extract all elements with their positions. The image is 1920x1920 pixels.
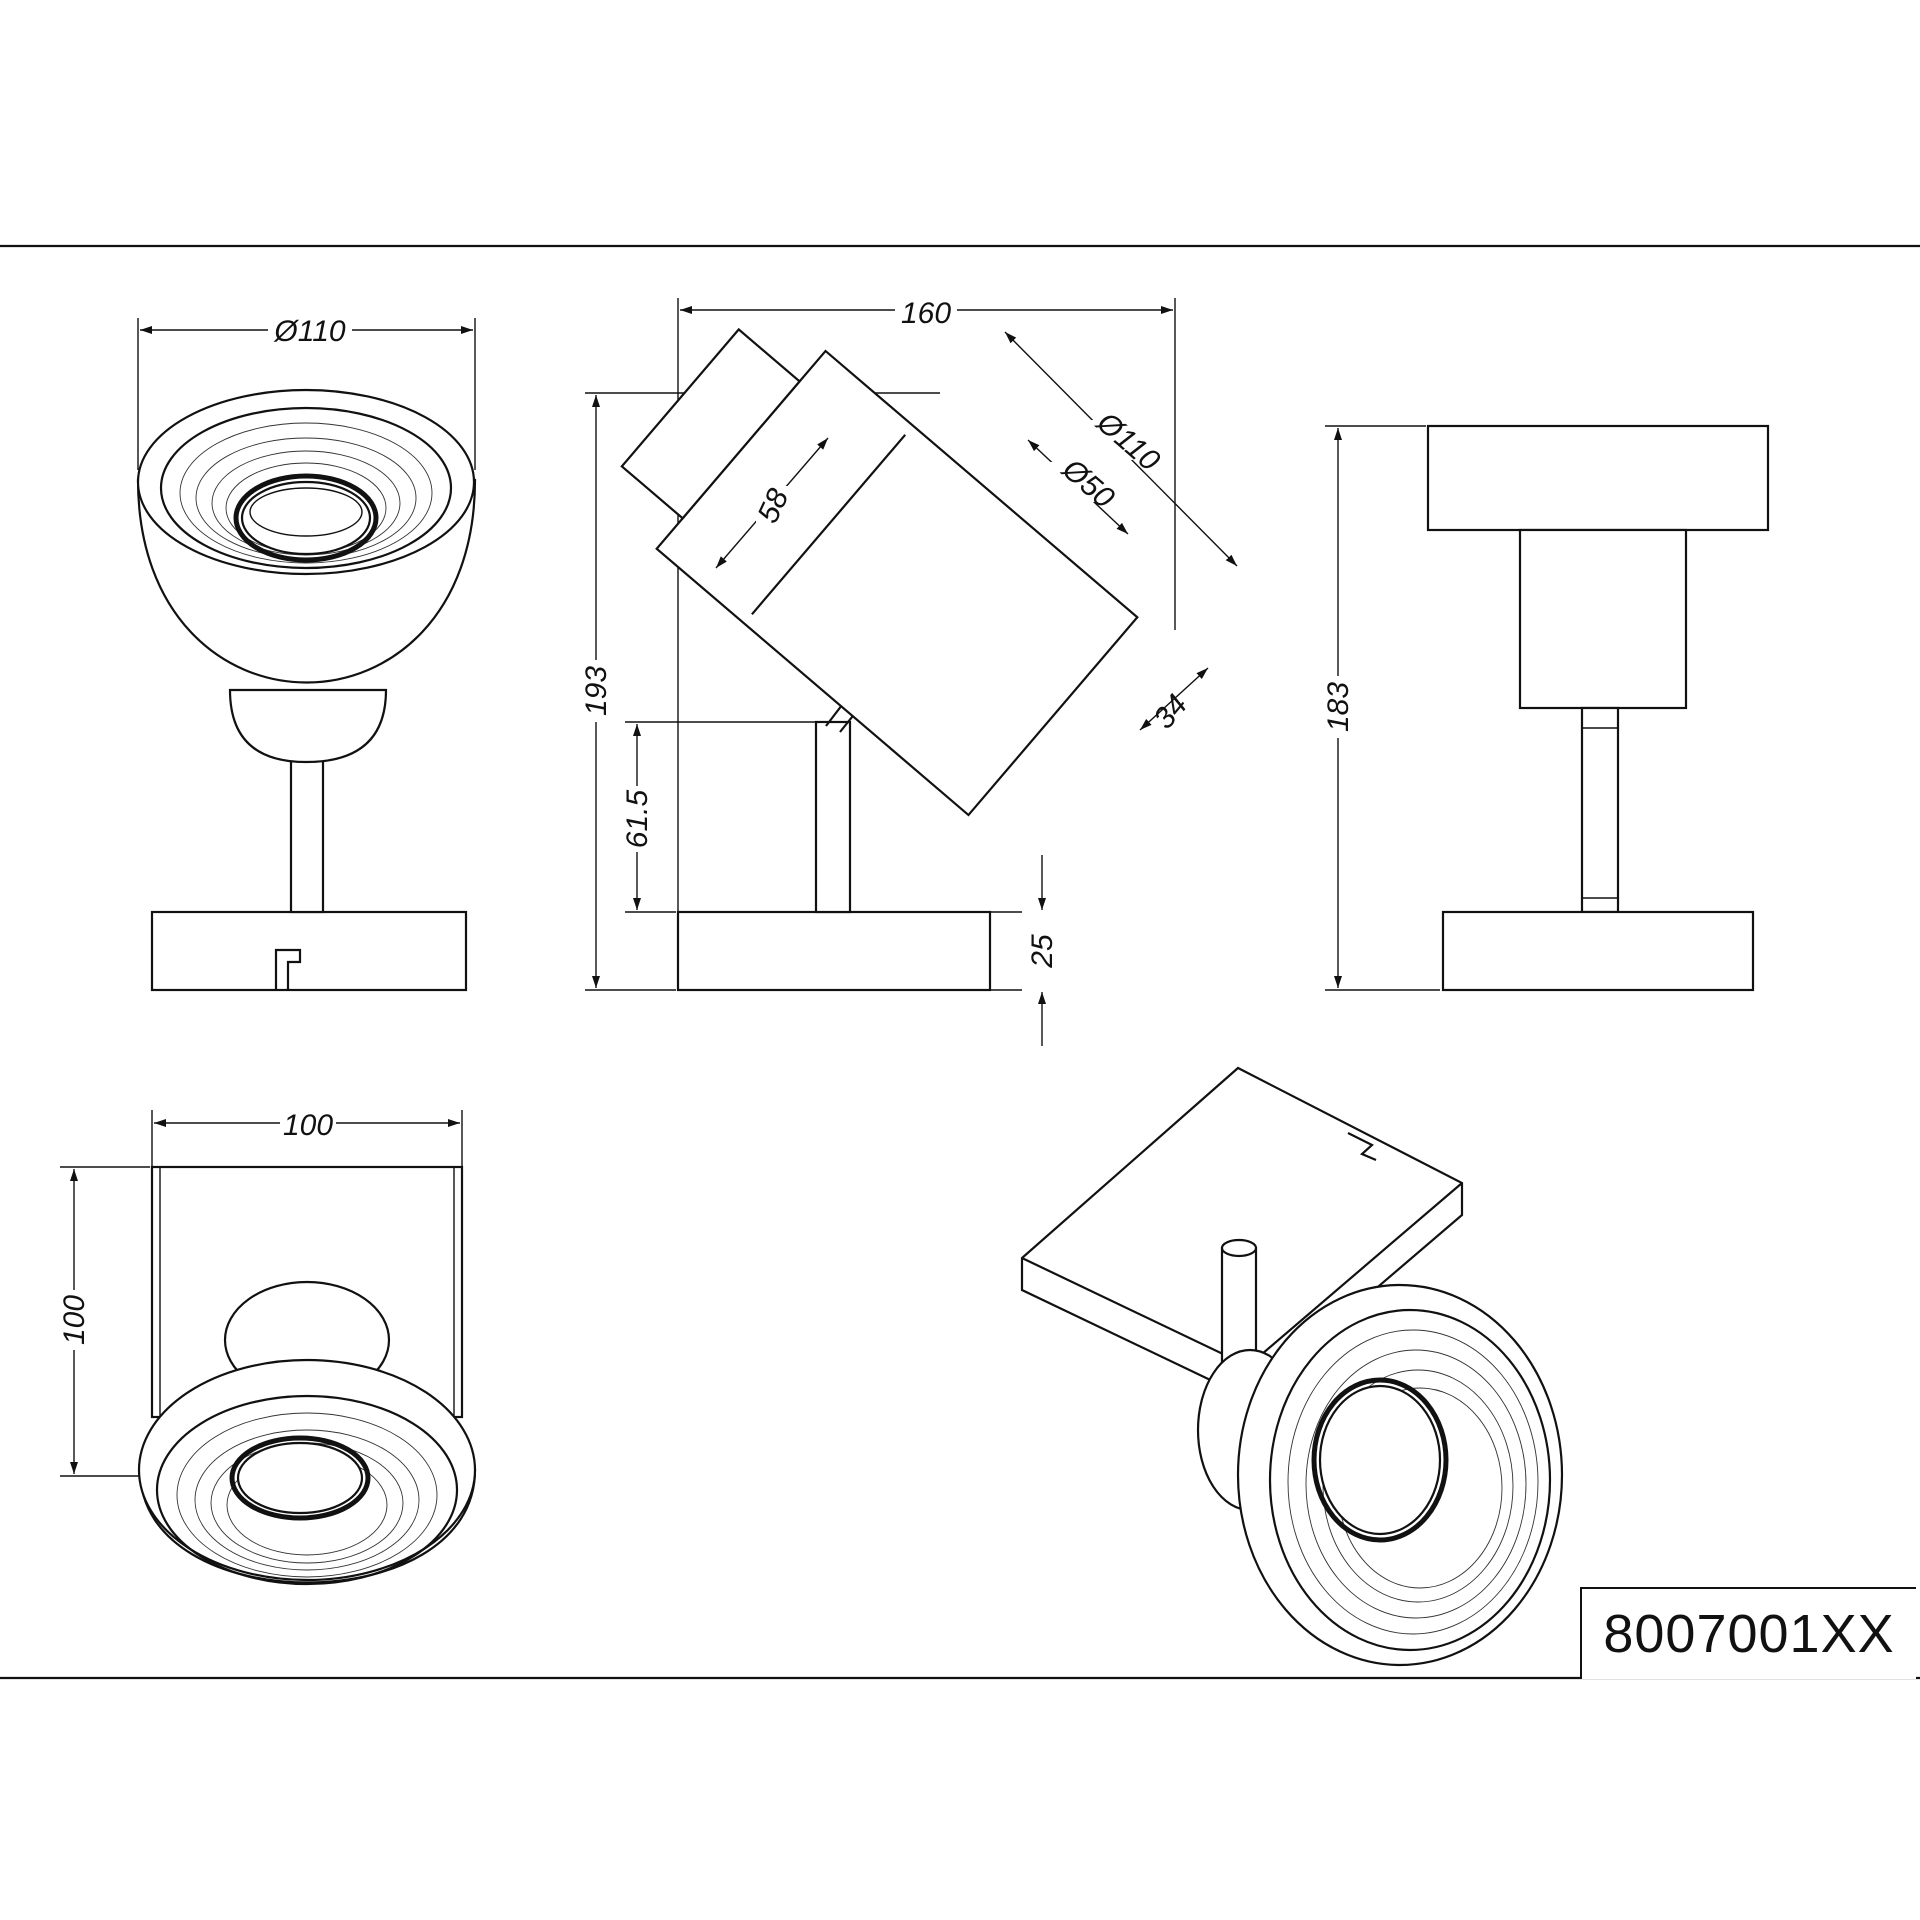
- front-view: Ø110: [136, 312, 477, 992]
- side-view: 160 193 61.5 25 58: [578, 292, 1238, 1046]
- part-number-box: 8007001XX: [1580, 1587, 1916, 1679]
- lens-diameter-label: Ø50: [1055, 452, 1120, 515]
- top-view: 100 100: [56, 1106, 477, 1586]
- back-height-label: 183: [1322, 682, 1355, 732]
- perspective-view: [1020, 1066, 1564, 1667]
- joint-height-label: 61.5: [621, 789, 654, 848]
- base-width-label: 100: [283, 1109, 333, 1142]
- side-height-label: 193: [580, 666, 613, 716]
- side-width-label: 160: [901, 297, 951, 330]
- lens-recess-label: 34: [1147, 689, 1194, 736]
- back-view: 183: [1320, 424, 1770, 992]
- base-thickness-label: 25: [1026, 934, 1059, 969]
- front-diameter-label: Ø110: [273, 315, 345, 348]
- part-number: 8007001XX: [1603, 1604, 1895, 1664]
- base-depth-label: 100: [58, 1295, 91, 1345]
